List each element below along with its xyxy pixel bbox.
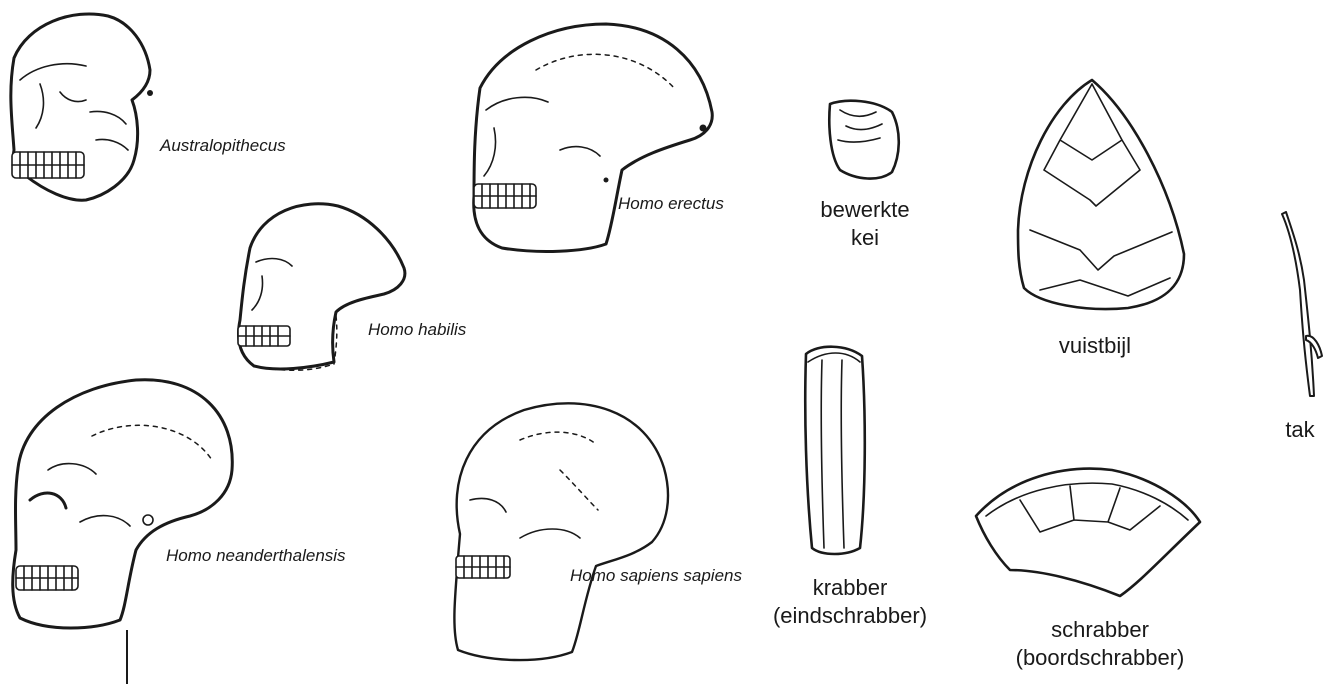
label-bewerkte-kei-line1: bewerkte — [800, 196, 930, 224]
homo-erectus-skull — [474, 24, 713, 251]
label-tak: tak — [1270, 416, 1330, 444]
pebble-tool-drawing — [829, 101, 898, 179]
label-australopithecus: Australopithecus — [160, 136, 286, 156]
side-scraper-drawing — [976, 469, 1200, 596]
australopithecus-skull — [11, 14, 153, 200]
label-tak-line1: tak — [1270, 416, 1330, 444]
branch-drawing — [1282, 212, 1322, 396]
homo-neanderthalensis-skull — [13, 380, 233, 628]
label-schrabber-line2: (boordschrabber) — [1000, 644, 1200, 672]
label-krabber-line2: (eindschrabber) — [750, 602, 950, 630]
label-krabber: krabber (eindschrabber) — [750, 574, 950, 629]
label-homo-habilis: Homo habilis — [368, 320, 466, 340]
end-scraper-drawing — [805, 347, 865, 554]
label-schrabber-line1: schrabber — [1000, 616, 1200, 644]
hand-axe-drawing — [1018, 80, 1184, 309]
label-schrabber: schrabber (boordschrabber) — [1000, 616, 1200, 671]
label-krabber-line1: krabber — [750, 574, 950, 602]
label-homo-sapiens-sapiens: Homo sapiens sapiens — [570, 566, 742, 586]
label-homo-erectus: Homo erectus — [618, 194, 724, 214]
homo-sapiens-sapiens-skull — [454, 403, 668, 660]
label-vuistbijl-line1: vuistbijl — [1030, 332, 1160, 360]
label-homo-neanderthalensis: Homo neanderthalensis — [166, 546, 346, 566]
homo-habilis-skull — [238, 204, 405, 370]
label-vuistbijl: vuistbijl — [1030, 332, 1160, 360]
label-bewerkte-kei: bewerkte kei — [800, 196, 930, 251]
label-bewerkte-kei-line2: kei — [800, 224, 930, 252]
